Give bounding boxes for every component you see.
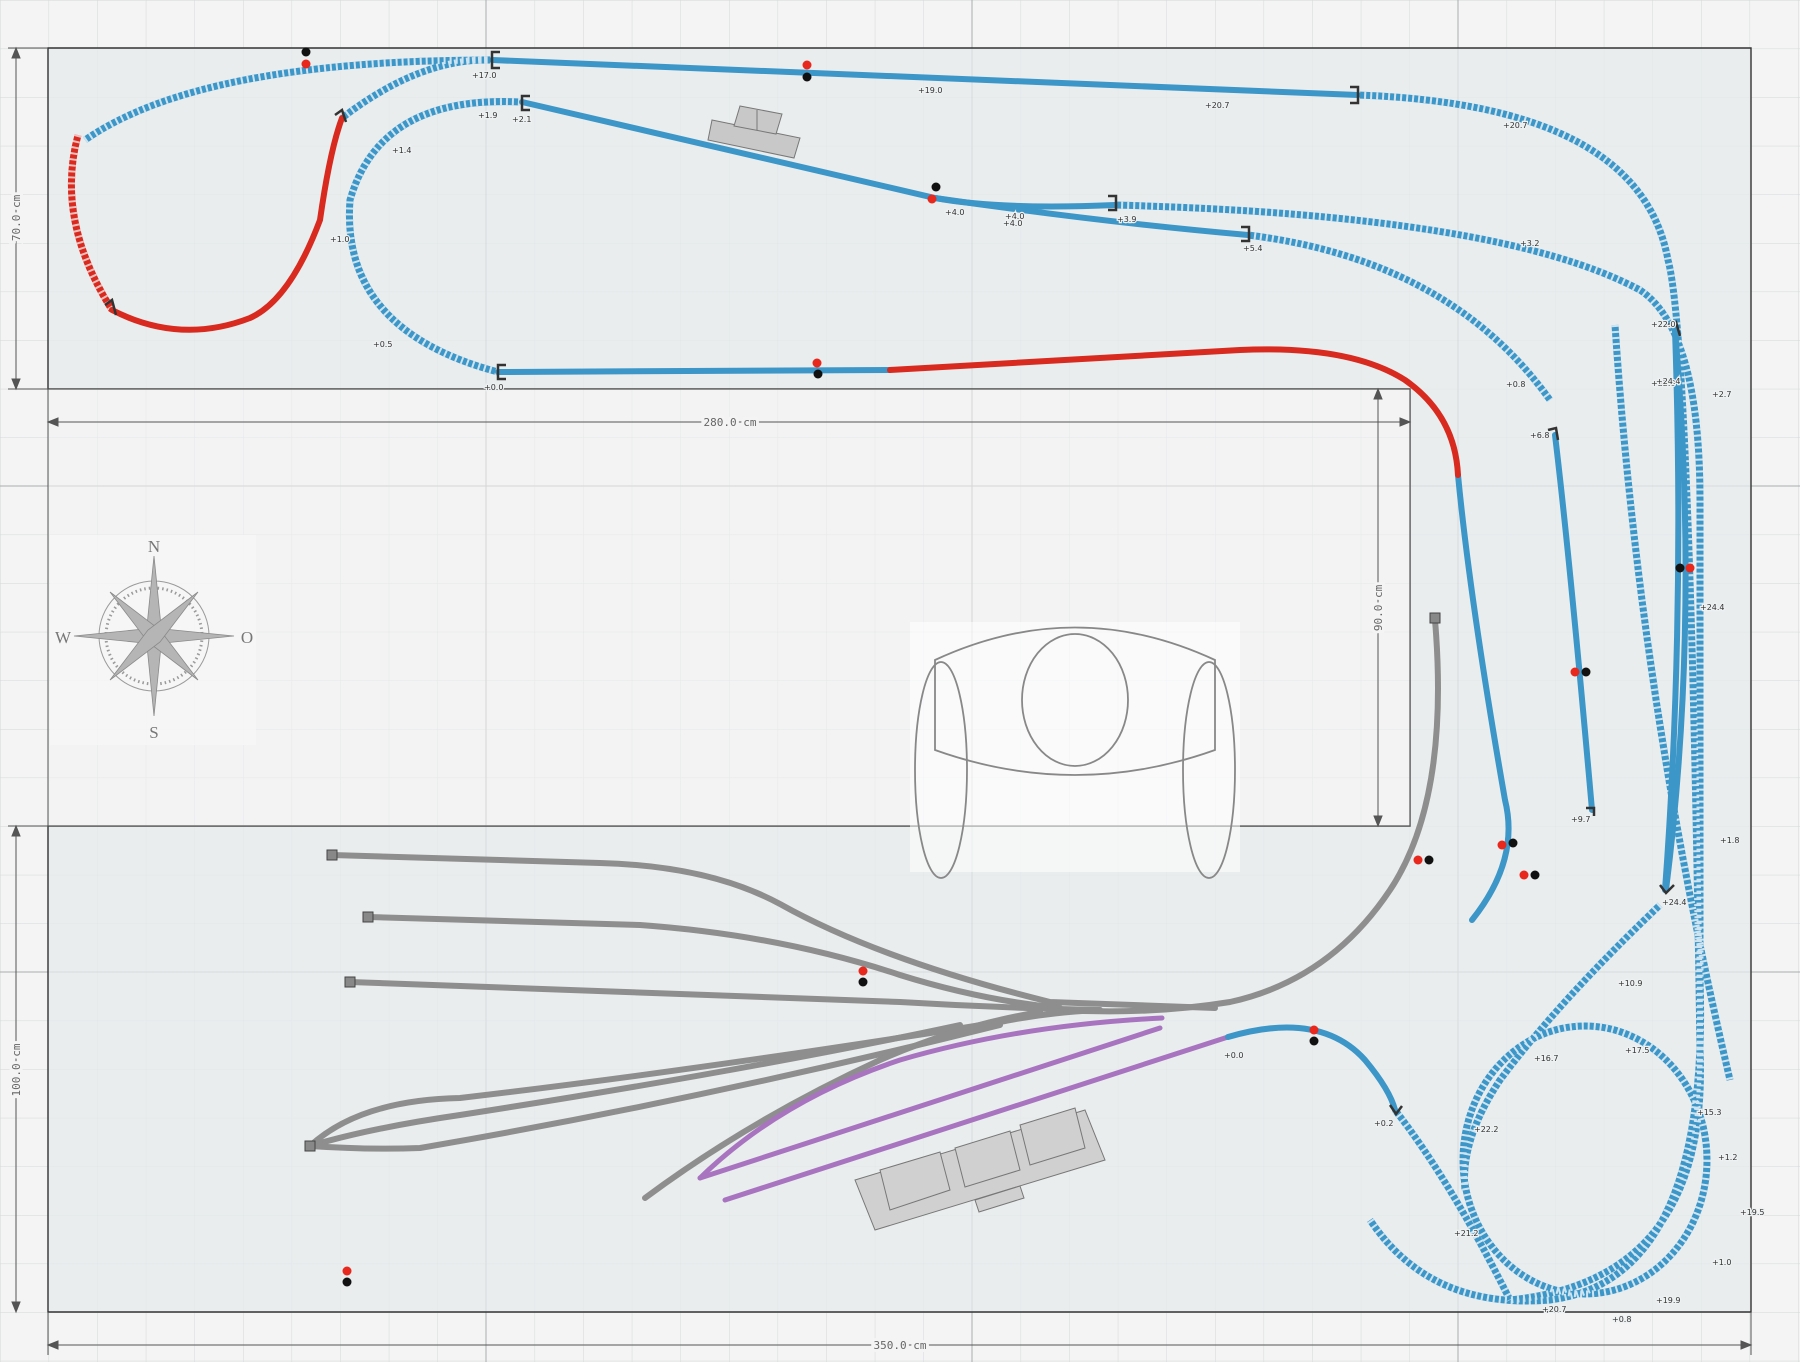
height-label: +4.0 — [945, 208, 964, 217]
compass-west: W — [55, 628, 72, 647]
height-label: +9.7 — [1571, 815, 1590, 824]
height-label: +17.0 — [472, 71, 497, 80]
height-label: +21.2 — [1454, 1229, 1479, 1238]
height-label: +5.4 — [1243, 244, 1262, 253]
grey-yard-tracks — [307, 617, 1441, 1201]
grey-track-buffers — [304, 612, 1441, 1152]
height-label: +0.8 — [1612, 1315, 1631, 1324]
hidden-red-track — [67, 134, 115, 312]
dim-top-height: 70.0 cm — [10, 194, 23, 241]
height-label: +20.7 — [1503, 121, 1528, 130]
height-label: +3.9 — [1117, 215, 1136, 224]
height-label: +2.7 — [1712, 390, 1731, 399]
track-end-caps — [104, 50, 1682, 1117]
compass-rose: N S W O — [50, 535, 256, 745]
height-label: +6.8 — [1530, 431, 1549, 440]
height-label: +24.4 — [1662, 898, 1687, 907]
height-label: +4.0 — [1003, 219, 1022, 228]
height-label: +22.0 — [1651, 379, 1676, 388]
height-label: +19.5 — [1740, 1208, 1765, 1217]
height-label: +0.8 — [1506, 380, 1525, 389]
station-building — [854, 1107, 1106, 1231]
height-label: +1.9 — [478, 111, 497, 120]
dim-bottom-height: 100.0 cm — [10, 1043, 23, 1096]
height-label: +24.4 — [1700, 603, 1725, 612]
height-label: +22.0 — [1651, 320, 1676, 329]
height-label: +1.4 — [392, 146, 411, 155]
dimension-labels: 280.0 cm 70.0 cm 90.0 cm 100.0 cm 350.0 … — [7, 191, 1388, 1355]
height-label: +20.7 — [1205, 101, 1230, 110]
height-label: +0.5 — [373, 340, 392, 349]
hidden-blue-tracks — [83, 56, 1734, 1305]
height-label: +1.0 — [330, 235, 349, 244]
red-tracks — [109, 115, 1461, 478]
height-label: +22.2 — [1474, 1125, 1499, 1134]
height-label: +15.3 — [1697, 1108, 1722, 1117]
height-label: +19.0 — [918, 86, 943, 95]
signal-markers — [301, 47, 1695, 1287]
height-label: +20.7 — [1542, 1305, 1567, 1314]
height-labels: +17.0 +19.0 +20.7 +20.7 +1.9 +2.1 +1.4 +1.0 +0.5… — [329, 70, 1766, 1326]
height-label: +2.1 — [512, 115, 531, 124]
dimension-lines — [8, 46, 1753, 1355]
dim-top-width: 280.0 cm — [704, 416, 757, 429]
compass-north: N — [148, 537, 160, 556]
dim-bottom-width: 350.0 cm — [874, 1339, 927, 1352]
height-label: +0.0 — [484, 383, 503, 392]
height-label: +17.5 — [1625, 1046, 1650, 1055]
height-label: +0.2 — [1374, 1119, 1393, 1128]
height-label: +19.9 — [1656, 1296, 1681, 1305]
compass-south: S — [149, 723, 158, 742]
height-label: +4.0 — [1005, 212, 1024, 221]
height-label: +16.7 — [1534, 1054, 1559, 1063]
height-label: +10.9 — [1618, 979, 1643, 988]
compass-east: O — [241, 628, 253, 647]
height-label: +0.0 — [1224, 1051, 1243, 1060]
building-top — [707, 105, 801, 159]
visible-blue-tracks — [489, 57, 1689, 1113]
armchair-furniture — [910, 622, 1240, 879]
height-label: +1.0 — [1712, 1258, 1731, 1267]
purple-platform-tracks — [697, 1015, 1231, 1203]
height-label: +1.2 — [1718, 1153, 1737, 1162]
height-label: +1.8 — [1720, 836, 1739, 845]
height-label: +24.4 — [1656, 377, 1681, 386]
dim-gap-height: 90.0 cm — [1372, 584, 1385, 631]
height-label: +3.2 — [1520, 239, 1539, 248]
